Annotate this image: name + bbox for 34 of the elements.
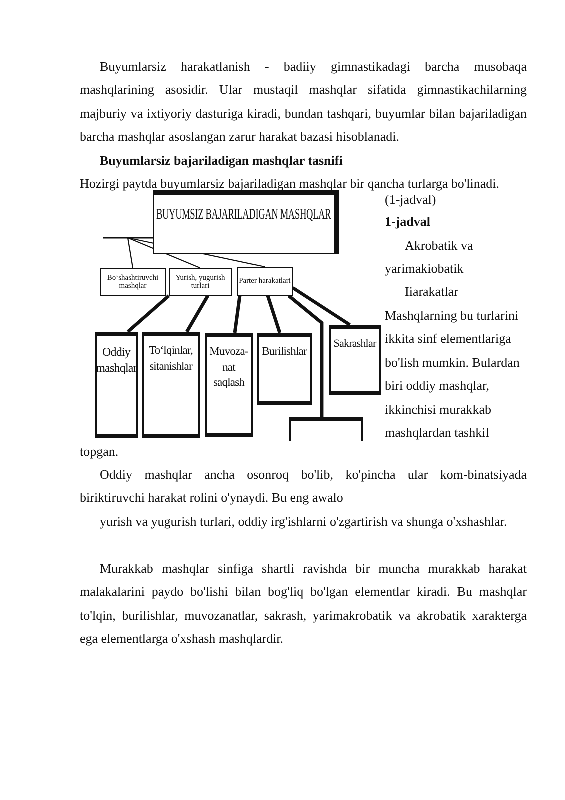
box-label: Sakrashlar [332, 337, 378, 352]
connector-line [186, 295, 210, 333]
open-box [289, 417, 363, 441]
box-label: Burilishlar [261, 345, 308, 360]
section-heading: Buyumlarsiz bajariladigan mashqlar tasnifi [100, 152, 344, 170]
connector-line [292, 286, 351, 326]
paragraph: Buyumlarsiz harakatlanish - badiiy gimnastikadagi barcha musobaqa mashqlarining asosidir. Ular mustaqil mashqlar sifatida gimnastikachilarning majburiy va ixtiyoriy dasturiga kiradi, bundan tashqari, buyumlar bilan bajariladigan barcha mashqlar asoslangan zarur harakat bazasi hisoblanadi. [80, 58, 527, 146]
category-box [205, 333, 253, 437]
category-box [237, 267, 293, 296]
connector-line [288, 294, 324, 417]
category-box [142, 332, 200, 438]
connector-line [126, 294, 170, 334]
connector-line [266, 295, 282, 334]
box-label: BUYUMSIZ BAJARILADIGAN MASHQLAR [156, 207, 332, 224]
connector-line [127, 237, 200, 268]
category-box [329, 325, 381, 395]
category-box [100, 268, 166, 296]
category-box [95, 332, 138, 438]
box-label: To‘lqinlar, sitanishlar [148, 344, 194, 375]
connector-line [233, 296, 242, 334]
table-reference: (1-jadval) [385, 191, 438, 209]
table-title: 1-jadval [385, 213, 432, 231]
box-label: Muvoza- nat saqlash [208, 345, 250, 392]
title-box [153, 190, 339, 254]
paragraph: Hozirgi paytda buyumlarsiz bajariladigan mashqlar bir qancha turlarga bo'linadi. [80, 175, 501, 193]
figure-caption: Iiarakatlar [405, 283, 460, 301]
category-box [169, 268, 232, 296]
paragraph: yurish va yugurish turlari, oddiy irg'ishlarni o'zgartirish va shunga o'xshashlar. [99, 513, 508, 531]
category-box [257, 333, 312, 405]
box-label: Oddiy mashqlar [95, 344, 138, 376]
paragraph: topgan. [80, 443, 120, 461]
paragraph: Murakkab mashqlar sinfiga shartli ravishda bir muncha murakkab harakat malakalarini paydo bo'lishi bilan bog'liq bo'lgan elementlar kiradi. Bu mashqlar to'lqin, burilishlar, muvozanatlar, sakrash, yarimakrobatik va akrobatik xarakterga ega elementlarga o'xshash mashqlardir. [80, 560, 527, 648]
figure-caption: Akrobatik va yarimakiobatik [385, 237, 474, 278]
paragraph: Mashqlarning bu turlarini ikkita sinf elementlariga bo'lish mumkin. Bulardan biri oddiy mashqlar, ikkinchisi murakkab mashqlardan tashkil [385, 307, 521, 442]
